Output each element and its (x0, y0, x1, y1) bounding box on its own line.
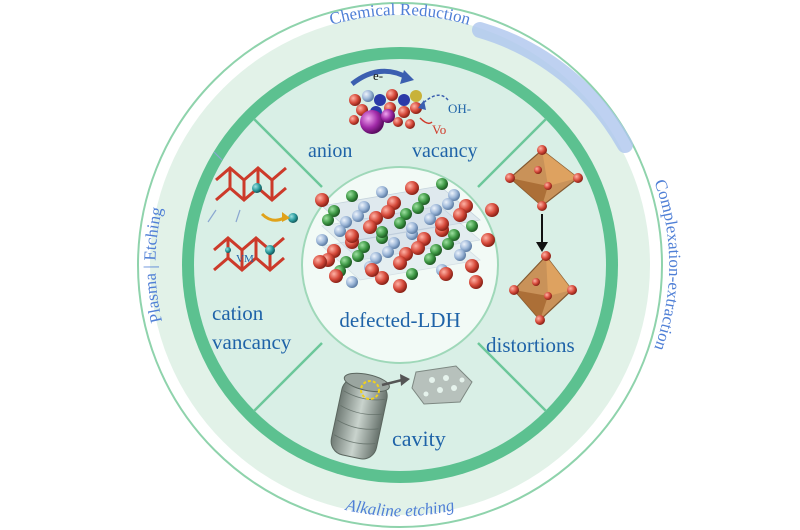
ldh-lattice (313, 178, 499, 293)
oxygen-vacancy-symbol: Vo (432, 122, 446, 137)
lattice-atom (424, 253, 436, 265)
lattice-atom (393, 279, 407, 293)
lattice-atom (346, 190, 358, 202)
lattice-atoms (349, 89, 422, 129)
lattice-atom (365, 263, 379, 277)
hydroxide-symbol: OH- (448, 101, 471, 116)
lattice-atom (466, 220, 478, 232)
lattice-atom (424, 213, 436, 225)
hydrogen-bonds (207, 151, 241, 223)
lattice-atom (329, 269, 343, 283)
lattice-atom (442, 198, 454, 210)
cavity-illustration (330, 365, 473, 460)
highlight-circle (360, 380, 380, 400)
lattice-atom (381, 205, 395, 219)
electron-symbol: e- (373, 68, 383, 83)
lattice-atom (388, 237, 400, 249)
label-vancancy: vancancy (212, 330, 292, 354)
anion-vacancy-illustration: e- OH- Vo (349, 68, 471, 137)
lattice-atom (376, 226, 388, 238)
label-cation: cation (212, 301, 264, 325)
lattice-atom (382, 246, 394, 258)
lattice-atom (453, 208, 467, 222)
lattice-atom (465, 259, 479, 273)
lattice-atom (375, 271, 389, 285)
label-vacancy: vacancy (412, 140, 478, 162)
lattice-atom (418, 193, 430, 205)
lattice-atom (481, 233, 495, 247)
lattice-atom (436, 178, 448, 190)
lattice-atom (358, 201, 370, 213)
lattice-atom (376, 186, 388, 198)
lattice-atom (412, 202, 424, 214)
purple-atom (360, 110, 384, 134)
lattice-atom (315, 193, 329, 207)
lattice-atom (448, 229, 460, 241)
distortion-illustration (505, 145, 583, 325)
chemical-reduction-arc (472, 22, 633, 153)
upper-lattice (215, 166, 287, 202)
lattice-atom (363, 220, 377, 234)
lattice-atom (460, 240, 472, 252)
lattice-atom (316, 234, 328, 246)
lattice-atom (430, 244, 442, 256)
upper-octahedron (505, 145, 583, 211)
lattice-atom (469, 275, 483, 289)
lattice-atom (411, 241, 425, 255)
lattice-atom (435, 217, 449, 231)
lattice-atom (358, 241, 370, 253)
lattice-atom (430, 204, 442, 216)
lattice-atom (448, 189, 460, 201)
lattice-atom (394, 217, 406, 229)
lower-octahedron (509, 251, 577, 325)
porous-sheet (411, 365, 473, 405)
lattice-atom (400, 208, 412, 220)
lattice-atom (322, 214, 334, 226)
metal-vacancy-symbol: VM (236, 253, 254, 265)
lattice-atom (406, 222, 418, 234)
lattice-atom (345, 229, 359, 243)
sector-dividers (253, 118, 547, 412)
lattice-atom (439, 267, 453, 281)
lattice-atom (313, 255, 327, 269)
lattice-atom (334, 225, 346, 237)
lattice-atom (406, 268, 418, 280)
label-defected-ldh: defected-LDH (339, 308, 460, 332)
lattice-atom (485, 203, 499, 217)
label-cavity: cavity (392, 426, 446, 451)
label-anion: anion (308, 140, 352, 162)
cation-vacancy-illustration: VM (207, 151, 298, 272)
lattice-atom (340, 256, 352, 268)
zoom-arrow (381, 378, 403, 387)
lattice-atom (352, 210, 364, 222)
lattice-atom (454, 249, 466, 261)
lattice-atom (442, 238, 454, 250)
lattice-atom (328, 205, 340, 217)
lattice-atom (393, 256, 407, 270)
lattice-atom (340, 216, 352, 228)
lattice-atom (370, 252, 382, 264)
label-distortions: distortions (486, 333, 575, 357)
lattice-atom (346, 276, 358, 288)
lattice-atom (405, 181, 419, 195)
lattice-atom (352, 250, 364, 262)
